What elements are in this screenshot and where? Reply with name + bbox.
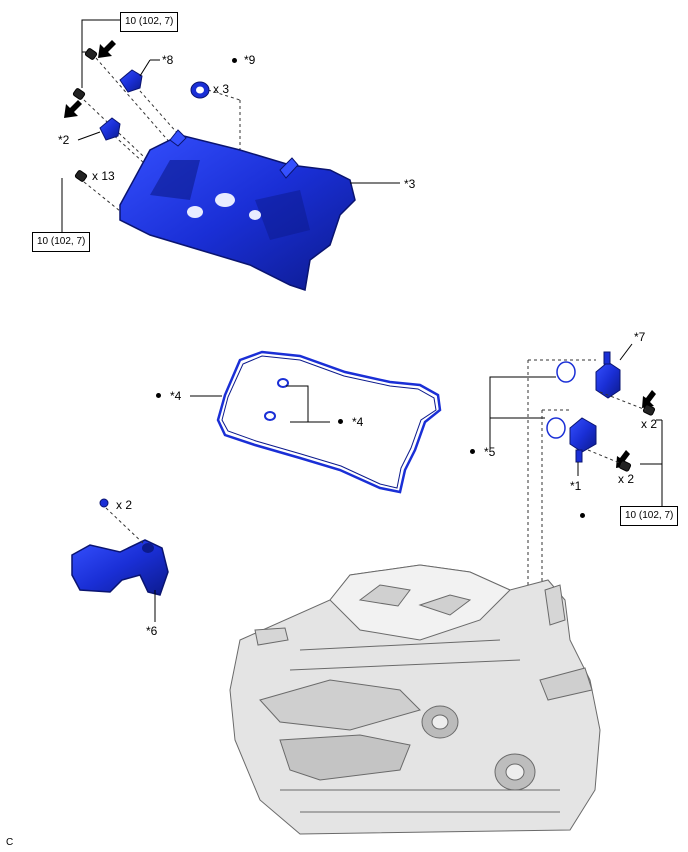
torque-spec-top: 10 (102, 7) bbox=[120, 12, 179, 32]
head-cover-gasket bbox=[216, 350, 442, 494]
bolts-top bbox=[72, 48, 98, 182]
dot-4b bbox=[338, 419, 343, 424]
bracket-part-6 bbox=[71, 498, 169, 596]
leader-lines-callouts-top bbox=[77, 59, 400, 184]
indicator-arrows bbox=[64, 40, 656, 468]
callout-1: *1 bbox=[570, 479, 582, 493]
sensor-part-8 bbox=[119, 69, 143, 93]
qty-bolts-sensor-lower: x 2 bbox=[618, 472, 635, 486]
sensor-part-2 bbox=[99, 117, 121, 141]
plug-gasket-9 bbox=[190, 81, 210, 99]
engine-assembly bbox=[229, 564, 601, 835]
qty-plugs: x 3 bbox=[213, 82, 230, 96]
dot-4a bbox=[156, 393, 161, 398]
callout-4b: *4 bbox=[352, 415, 364, 429]
leader-lines-right bbox=[489, 343, 663, 508]
callout-2: *2 bbox=[58, 133, 70, 147]
callout-5: *5 bbox=[484, 445, 496, 459]
callout-7: *7 bbox=[634, 330, 646, 344]
dashed-leaders-bracket bbox=[105, 507, 146, 546]
dot-5 bbox=[470, 449, 475, 454]
dot-9 bbox=[232, 58, 237, 63]
sensor-part-7 bbox=[595, 351, 621, 399]
callout-4a: *4 bbox=[170, 389, 182, 403]
cylinder-head-cover bbox=[119, 129, 356, 291]
o-ring-lower bbox=[546, 417, 566, 439]
callout-3: *3 bbox=[404, 177, 416, 191]
callout-8: *8 bbox=[162, 53, 174, 67]
torque-spec-left: 10 (102, 7) bbox=[32, 232, 91, 252]
o-ring-upper bbox=[556, 361, 576, 383]
qty-bolts-bracket: x 2 bbox=[116, 498, 133, 512]
callout-9: *9 bbox=[244, 53, 256, 67]
figure-code: C bbox=[6, 837, 14, 848]
bolts-right bbox=[618, 404, 656, 472]
qty-bolts-cover: x 13 bbox=[92, 169, 115, 183]
sensor-part-1 bbox=[569, 417, 597, 463]
callout-6: *6 bbox=[146, 624, 158, 638]
leader-lines-gasket bbox=[190, 385, 330, 423]
dot-1 bbox=[580, 513, 585, 518]
torque-spec-right: 10 (102, 7) bbox=[620, 506, 679, 526]
qty-bolts-sensor-upper: x 2 bbox=[641, 417, 658, 431]
